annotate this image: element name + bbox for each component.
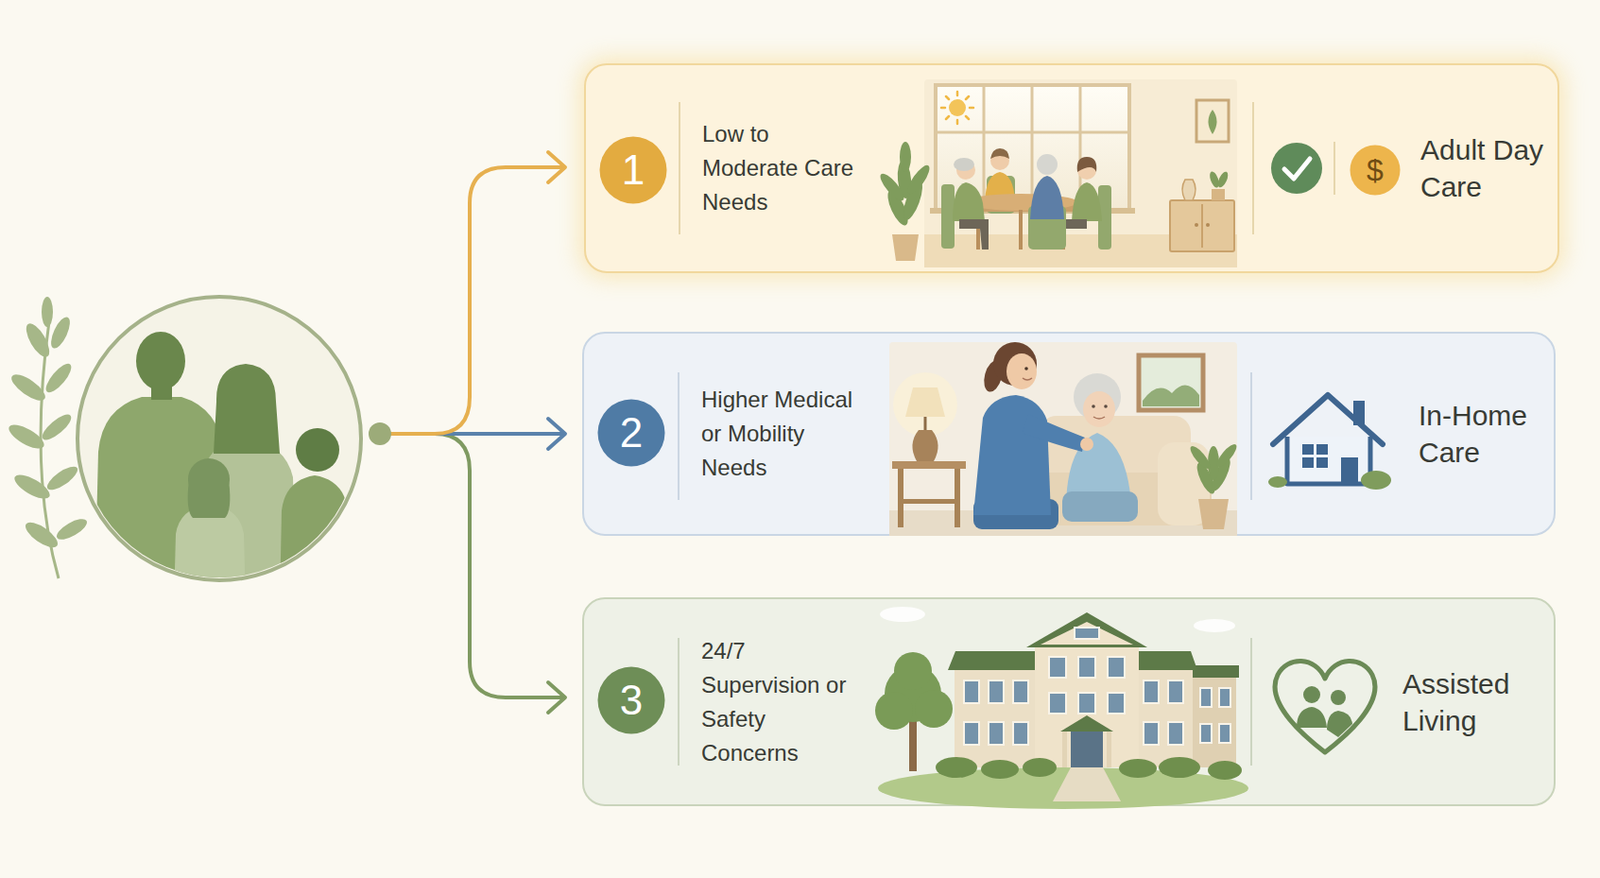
leaf-sprig-part [38, 410, 75, 444]
step-number-text: 1 [599, 136, 668, 205]
family-portrait-part-part [279, 475, 350, 605]
step-number-text: 3 [597, 666, 666, 735]
family-portrait-part-part [200, 436, 297, 605]
care-need-text: 24/7 Supervision or Safety Concerns [701, 634, 864, 771]
family-portrait [77, 296, 362, 605]
leaf-sprig-part [21, 517, 62, 552]
branch-arrows-part [548, 682, 566, 713]
branch-arrows-part [391, 431, 564, 436]
leaf-sprig-part [11, 470, 53, 504]
leaf-sprig-part [47, 314, 74, 352]
step-number: 1 [599, 136, 668, 205]
family-portrait-part-part [136, 331, 186, 391]
leaf-sprig-part [7, 369, 50, 405]
care-option-label: Assisted Living [1402, 665, 1537, 740]
badge-circle-fill [598, 667, 666, 735]
leaf-sprig-part [40, 321, 59, 579]
family-portrait-part-part [295, 428, 340, 472]
badge-circle-fill [598, 399, 666, 467]
cost-badge: $ [1349, 144, 1401, 196]
branch-arrows-part [368, 422, 392, 446]
step-number-text: 2 [597, 398, 666, 467]
branch-arrows [368, 152, 566, 713]
step-number: 2 [597, 398, 666, 467]
care-need-text: Low to Moderate Care Needs [702, 117, 865, 220]
badge-circle-fill [1350, 145, 1401, 196]
dollar-sign: $ [1349, 144, 1401, 196]
step-number: 3 [597, 666, 666, 735]
family-portrait-part-part [173, 503, 246, 605]
leaf-sprig-part [43, 462, 81, 494]
branch-arrows-part [548, 152, 566, 183]
badge-circle-fill [600, 137, 668, 205]
family-portrait-part [94, 331, 350, 605]
leaf-sprig-part [41, 296, 53, 327]
branch-arrows-part [548, 418, 566, 449]
care-option-label: In-Home Care [1418, 396, 1553, 471]
family-portrait-part [77, 296, 362, 581]
care-path-box: Low to Moderate Care Needs Adult Day Care… [584, 63, 1560, 274]
branch-arrows-part [379, 167, 564, 434]
leaf-sprig-part [5, 420, 48, 454]
care-path-box: Higher Medical or Mobility Needs In-Home … [582, 331, 1556, 536]
family-portrait-part-part [213, 363, 280, 454]
care-need-text: Higher Medical or Mobility Needs [701, 382, 864, 485]
care-path-box: 24/7 Supervision or Safety Concerns Assis… [582, 597, 1556, 807]
leaf-sprig [5, 296, 90, 579]
leaf-sprig-part [53, 515, 90, 544]
branch-arrows-part [379, 433, 564, 698]
family-portrait-part-part [151, 382, 173, 400]
leaf-sprig-part [41, 360, 75, 396]
leaf-sprig-part [21, 320, 54, 362]
family-portrait-part-part [188, 480, 231, 518]
family-portrait-part-part [188, 458, 230, 500]
care-option-label: Adult Day Care [1420, 131, 1555, 206]
family-portrait-part-part [94, 396, 227, 605]
